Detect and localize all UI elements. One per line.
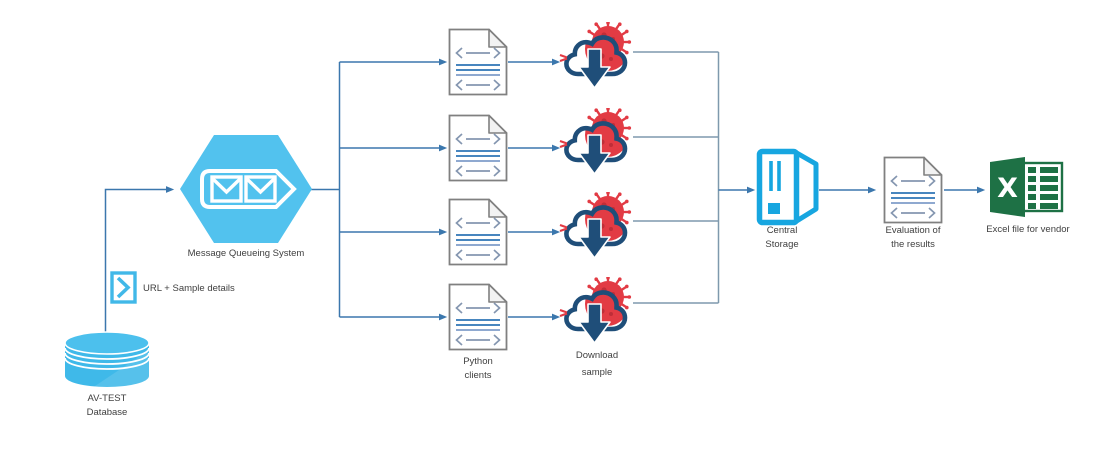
connector-database-to-queue: [104, 186, 175, 336]
send-message-icon: [110, 271, 137, 304]
connector-collector: [633, 51, 720, 304]
database-cylinder-icon: [64, 331, 150, 389]
code-document-icon: [883, 156, 943, 224]
server-tower-icon: [756, 148, 819, 226]
code-document-icon: [448, 198, 508, 266]
excel-file-label: Excel file for vendor: [986, 224, 1070, 235]
queue-label: Message Queueing System: [187, 248, 305, 259]
connector-queue-splitter: [311, 62, 341, 317]
evaluation-label: Evaluation of the results: [885, 225, 941, 250]
url-note-label: URL + Sample details: [143, 283, 235, 294]
cloud-download-virus-icon: [558, 108, 636, 180]
code-document-icon: [448, 114, 508, 182]
message-queue-hexagon-icon: [180, 135, 312, 243]
central-storage-label: Central Storage: [765, 225, 799, 250]
database-label: AV-TEST Database: [86, 393, 128, 418]
download-sample-label: Download sample: [575, 350, 619, 378]
envelope-icon: [210, 175, 243, 203]
python-clients-label: Python clients: [463, 356, 493, 381]
cloud-download-virus-icon: [558, 277, 636, 349]
cloud-download-virus-icon: [558, 192, 636, 264]
cloud-download-virus-icon: [558, 22, 636, 94]
svg-text:X: X: [997, 173, 1018, 204]
excel-workbook-icon: X: [990, 157, 1064, 217]
code-document-icon: [448, 28, 508, 96]
code-document-icon: [448, 283, 508, 351]
envelope-icon: [244, 175, 277, 203]
